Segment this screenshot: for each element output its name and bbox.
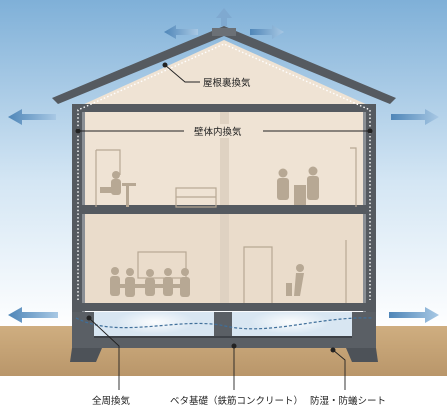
- upper-right-room: [350, 147, 357, 207]
- eave-arrow-right: [391, 109, 439, 125]
- base-arrow-right: [389, 307, 439, 323]
- eave-arrow-left: [8, 109, 56, 125]
- ridge-arrow-up: [216, 8, 232, 26]
- middle-floor-slab: [74, 205, 374, 214]
- person-lower-right: [286, 264, 304, 296]
- crawlspace-airflow: [75, 317, 373, 330]
- crawlspace-glow-left: [115, 310, 195, 334]
- foundation-label: ベタ基礎（鉄筋コンクリート）: [170, 395, 303, 407]
- ridge-vent: [212, 28, 236, 36]
- upper-left-room: [95, 149, 217, 208]
- moisture-sheet-line: [94, 336, 352, 338]
- attic-floor-beam: [74, 104, 374, 112]
- callout-lines: [78, 64, 370, 390]
- full-vent-label: 全周換気: [92, 395, 131, 407]
- airflow-paths: [77, 43, 371, 300]
- crawlspace-glow-right: [250, 310, 330, 334]
- crawlspace-center-wall: [214, 312, 232, 338]
- wall-vent-label: 壁体内換気: [194, 126, 242, 138]
- ground-floor-slab: [74, 303, 374, 311]
- ridge-arrow-left: [164, 25, 198, 39]
- wall-label-bg: [185, 124, 263, 138]
- people-lower-left: [110, 267, 190, 297]
- attic-label-bg: [200, 75, 260, 89]
- people-upper-left: [100, 171, 136, 207]
- attic-interior: [80, 40, 370, 106]
- attic-vent-label: 屋根裏換気: [203, 77, 251, 89]
- people-upper-right: [277, 166, 319, 205]
- ground-lower: [0, 376, 447, 420]
- moisture-sheet-label: 防湿・防蟻シート: [310, 395, 386, 407]
- foundation-left-base: [70, 348, 102, 362]
- foundation-right-base: [346, 348, 378, 362]
- ridge-arrow-right: [250, 25, 284, 39]
- lower-room-frames: [137, 240, 347, 303]
- base-arrow-left: [8, 307, 58, 323]
